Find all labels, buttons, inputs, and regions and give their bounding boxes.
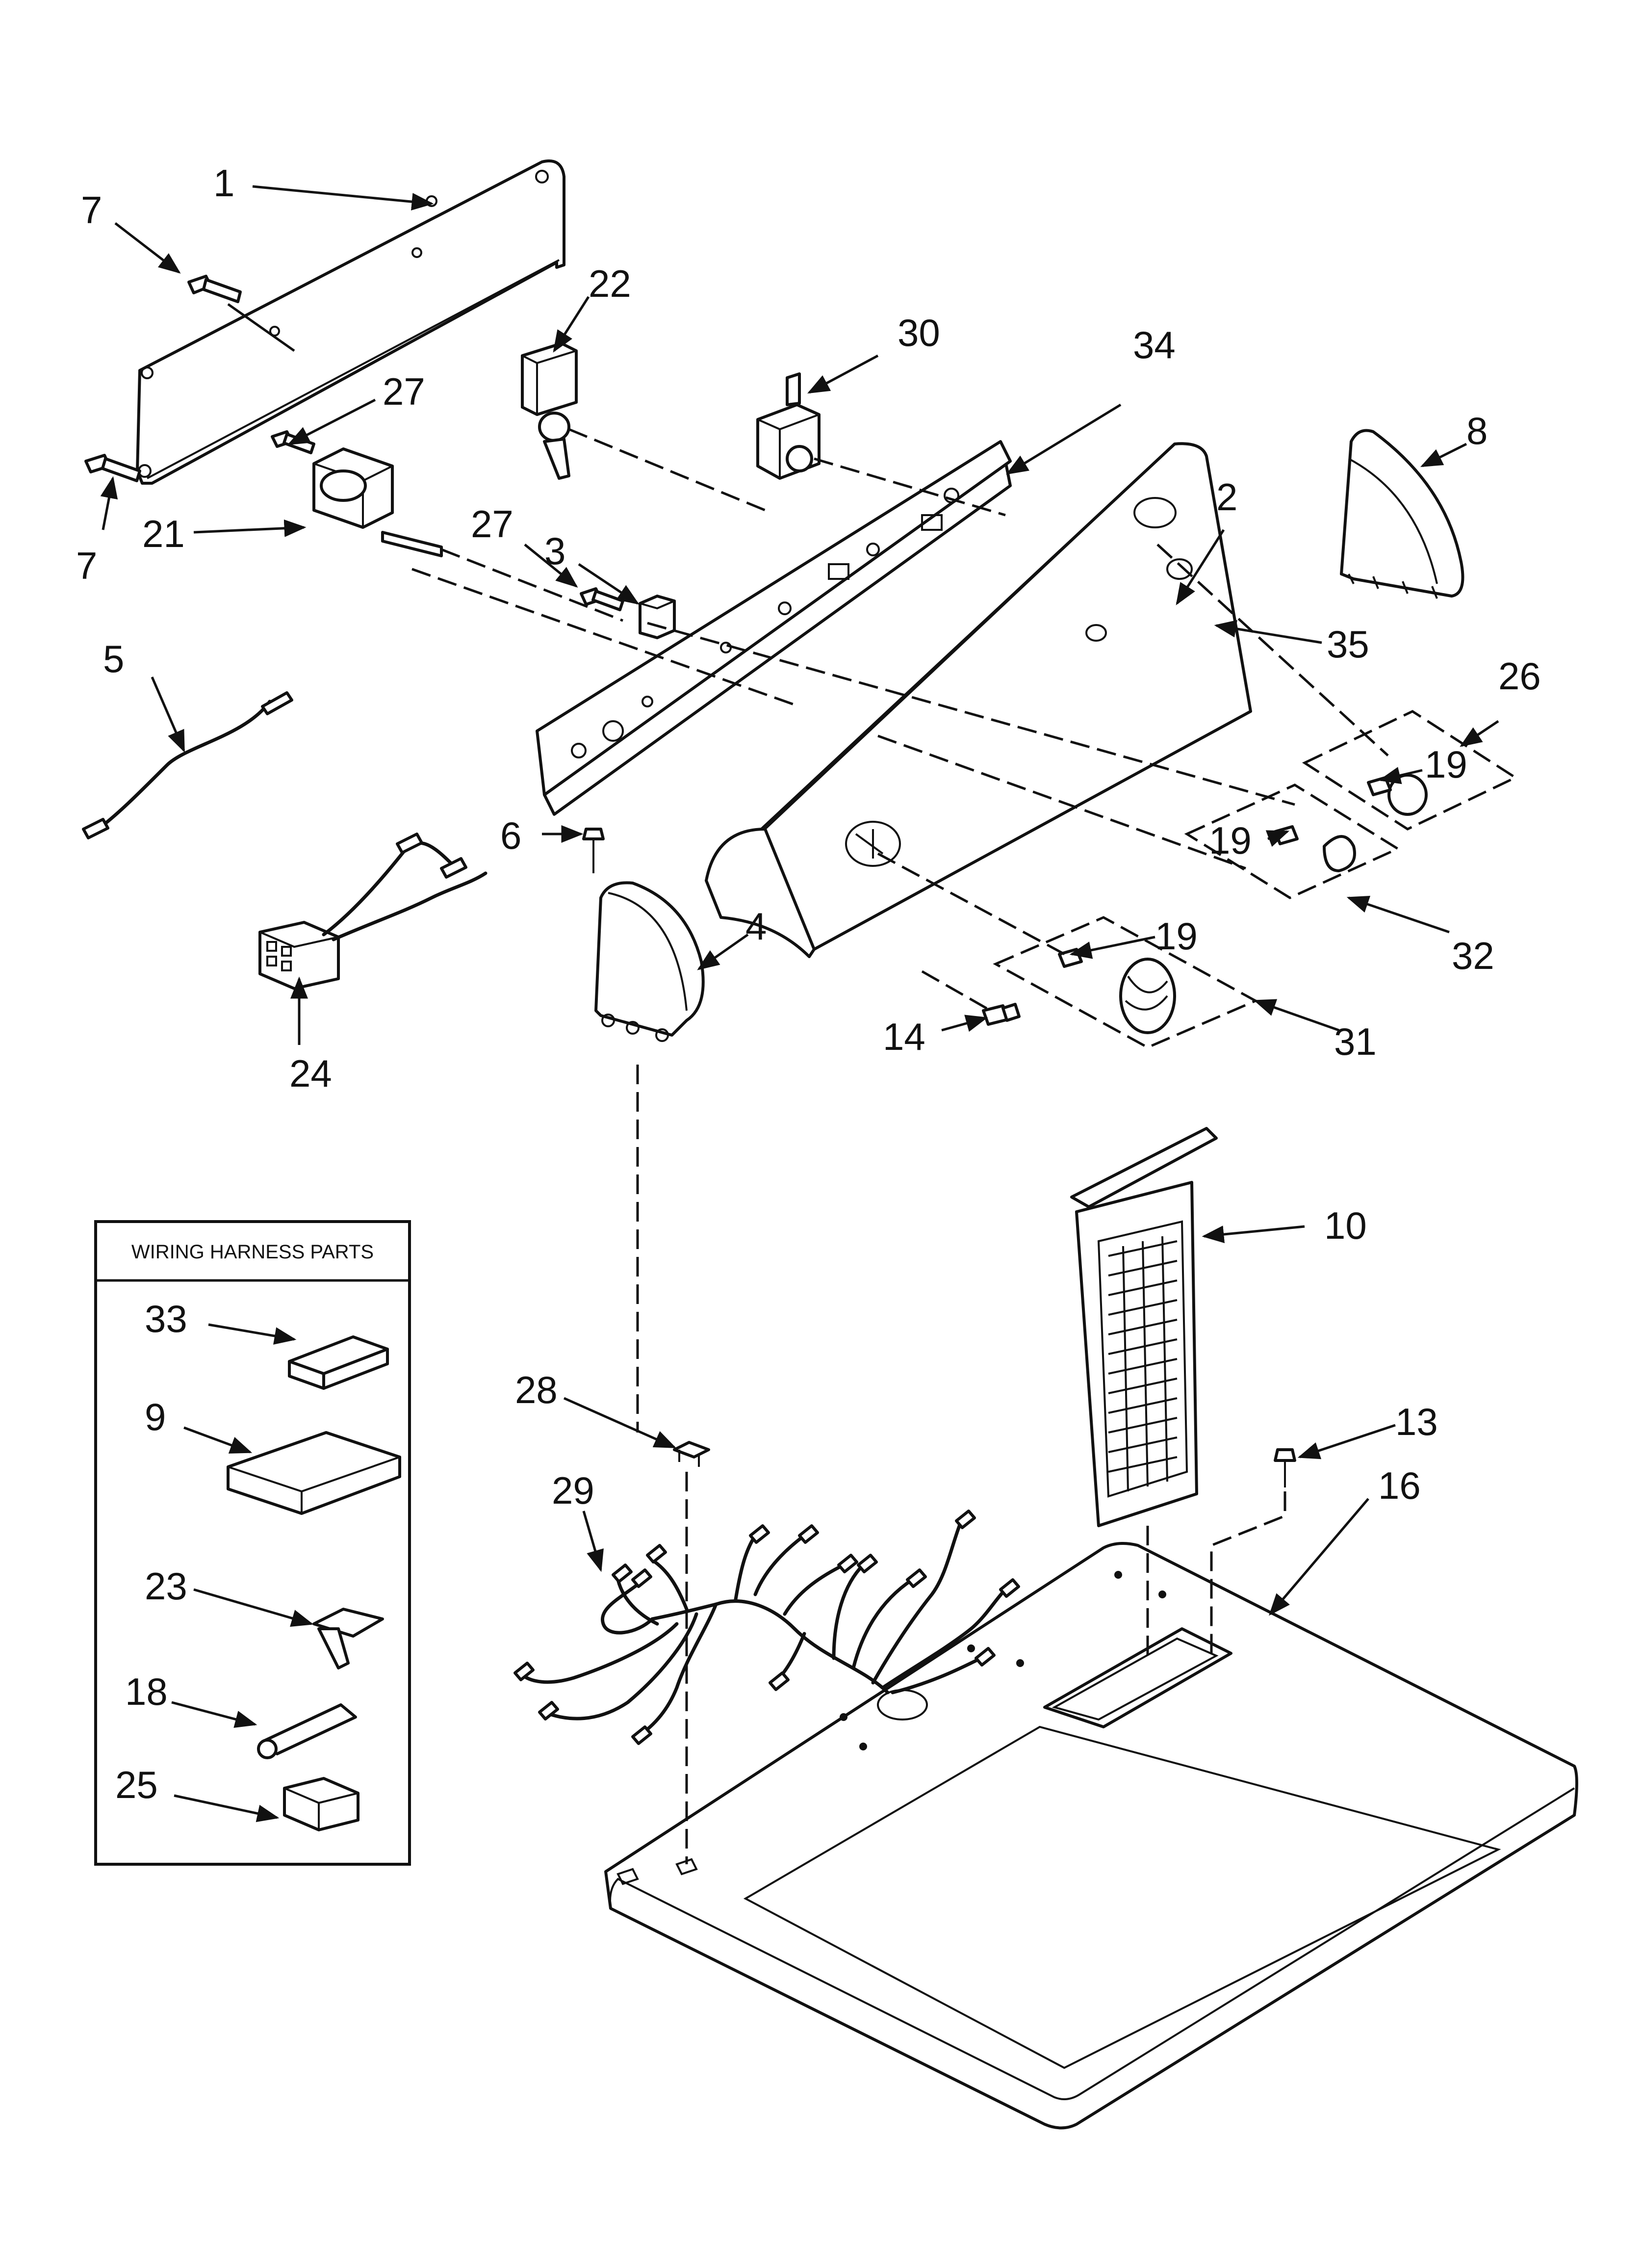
knob-assembly-part-26: [1302, 710, 1518, 831]
callout-19-lower: 19: [1155, 914, 1198, 958]
console-part-35: [705, 442, 1252, 958]
screw-part-13: [1274, 1448, 1296, 1487]
clip-part-3: [639, 595, 676, 639]
switch-part-30: [756, 372, 821, 480]
screw-part-14: [982, 1003, 1021, 1026]
callout-29: 29: [552, 1469, 594, 1512]
leader-arrows: [100, 185, 1499, 1823]
part-9-connector: [227, 1431, 401, 1515]
wiring-harness-part-29: [513, 1510, 1020, 1745]
callout-13: 13: [1395, 1400, 1438, 1443]
callout-34: 34: [1133, 323, 1176, 366]
end-cap-part-8: [1340, 429, 1464, 599]
assembly-lines: [411, 428, 1389, 1864]
callout-19-right: 19: [1425, 743, 1467, 786]
callout-4: 4: [745, 905, 767, 948]
callout-18: 18: [125, 1670, 168, 1713]
wiring-harness-inset: WIRING HARNESS PARTS: [94, 1220, 411, 1866]
callout-10: 10: [1324, 1204, 1367, 1247]
screw-part-7-upper: [187, 275, 242, 303]
callout-24: 24: [289, 1052, 332, 1095]
callout-25: 25: [115, 1763, 158, 1806]
part-25-connector: [283, 1777, 359, 1831]
wire-part-5: [82, 691, 293, 839]
screw-part-6: [582, 828, 605, 873]
end-cap-part-4: [594, 881, 705, 1042]
callout-14: 14: [883, 1015, 925, 1058]
callout-28: 28: [515, 1368, 558, 1411]
rear-panel-part-1: [136, 159, 565, 485]
callout-6: 6: [500, 814, 521, 857]
callout-labels: 1 7 7 27 21 22 30 34 27 3 2 35 8 5 6 4 2…: [76, 161, 1541, 1806]
part-18-terminal: [257, 1703, 357, 1759]
callout-7-lower: 7: [76, 544, 97, 587]
callout-30: 30: [898, 311, 940, 354]
screw-part-27-lower: [580, 587, 624, 611]
screw-part-7-lower: [84, 454, 141, 482]
callout-27-lower: 27: [471, 502, 513, 546]
callout-31: 31: [1334, 1020, 1377, 1063]
callout-2: 2: [1216, 475, 1237, 519]
callout-21: 21: [142, 512, 185, 555]
callout-19-middle: 19: [1209, 819, 1252, 862]
inset-title: WIRING HARNESS PARTS: [131, 1241, 374, 1263]
callout-23: 23: [145, 1564, 187, 1608]
callout-22: 22: [589, 262, 631, 305]
callout-26: 26: [1498, 654, 1541, 698]
callout-33: 33: [145, 1297, 187, 1340]
callout-32: 32: [1452, 934, 1494, 977]
callout-5: 5: [103, 637, 124, 680]
callout-9: 9: [145, 1395, 166, 1438]
switch-part-22: [521, 342, 578, 480]
callout-1: 1: [213, 161, 234, 205]
part-33-connector: [288, 1335, 389, 1390]
callout-8: 8: [1466, 409, 1488, 452]
callout-35: 35: [1327, 623, 1369, 666]
harness-connector-part-24: [258, 833, 487, 990]
callout-27-upper: 27: [383, 370, 425, 413]
timer-part-21: [312, 447, 443, 557]
clip-part-28: [673, 1441, 710, 1467]
callout-3: 3: [544, 529, 565, 573]
callout-16: 16: [1378, 1464, 1421, 1507]
top-panel-part-16: [604, 1542, 1578, 2130]
lint-screen-part-10: [1070, 1127, 1218, 1527]
part-23-clip: [312, 1608, 384, 1669]
callout-7-upper: 7: [81, 188, 102, 232]
